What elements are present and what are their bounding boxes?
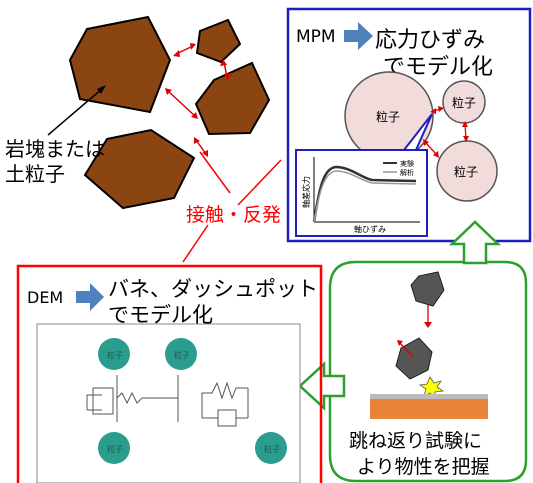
- pointer-arrow-head: [97, 85, 106, 94]
- dem-panel: [16, 264, 323, 483]
- legend-experiment: 実験: [400, 159, 414, 168]
- dem-particle-label-4: 粒子: [264, 444, 280, 454]
- dem-particle-2: [165, 338, 197, 370]
- dem-particle-label-3: 粒子: [107, 444, 123, 454]
- dem-title-line2: でモデル化: [108, 303, 213, 327]
- rebound-text-line1: 跳ね返り試験に: [349, 430, 482, 452]
- dem-schematic: [86, 375, 249, 427]
- dem-arrow-icon: [76, 283, 104, 311]
- rock-label-line1: 岩塊または: [5, 137, 105, 161]
- contact-line-up: [199, 151, 231, 194]
- graph-curve-analysis: [313, 170, 417, 223]
- dem-particle-label-2: 粒子: [174, 350, 190, 360]
- ground-plate-top: [370, 394, 488, 399]
- rebound-panel: [328, 260, 528, 483]
- mpm-particle-label-right: 粒子: [454, 164, 478, 179]
- contact-label: 接触・反発: [186, 204, 281, 226]
- rock-particles: [68, 15, 271, 210]
- mpm-contact-arrows: [423, 106, 469, 158]
- rock-particle-mid: [194, 61, 271, 136]
- mpm-particle-right: [436, 140, 498, 202]
- mpm-arrow-icon: [344, 22, 373, 50]
- contact-line-left: [182, 224, 209, 263]
- rock-label-line2: 土粒子: [5, 162, 65, 186]
- contact-line-right: [237, 159, 282, 206]
- up-arrow-icon: [448, 220, 502, 265]
- dem-title-line1: バネ、ダッシュポット: [108, 277, 318, 301]
- contact-arrows: [165, 43, 231, 157]
- rebound-arrow: [399, 342, 414, 358]
- mpm-particle-label-large: 粒子: [376, 109, 400, 124]
- pointer-arrow: [47, 87, 104, 136]
- dem-particle-label-1: 粒子: [107, 350, 123, 360]
- rock-particle-bottom: [83, 128, 196, 210]
- dem-particle-4: [255, 432, 287, 464]
- fall-arrow-head: [424, 322, 432, 328]
- rebound-arrow-head: [397, 340, 403, 346]
- mpm-particle-label-small: 粒子: [452, 95, 476, 110]
- legend-analysis: 解析: [400, 168, 414, 177]
- graph-ylabel: 軸差応力: [301, 176, 311, 208]
- dem-particle-1: [98, 338, 130, 370]
- graph-xlabel: 軸ひずみ: [354, 224, 386, 234]
- ground-plate: [370, 399, 488, 419]
- mpm-title-line1: 応力ひずみ: [375, 28, 485, 53]
- rebound-text-line2: より物性を把握: [357, 456, 490, 478]
- dem-particle-3: [98, 432, 130, 464]
- dem-prefix: DEM: [27, 288, 63, 307]
- mpm-prefix: MPM: [296, 27, 336, 47]
- falling-rock: [410, 271, 445, 307]
- rock-particle-small: [195, 18, 242, 64]
- rock-particle-large: [68, 15, 172, 114]
